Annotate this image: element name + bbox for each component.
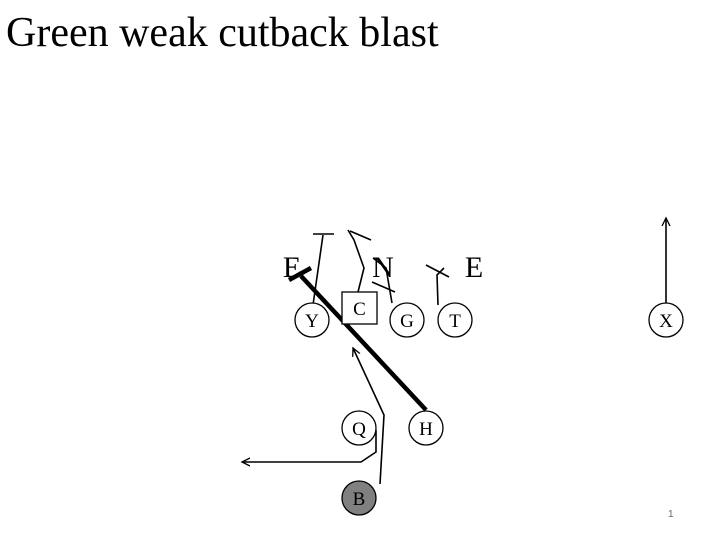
- player-label: T: [449, 311, 461, 332]
- offensive-player-x: X: [648, 302, 684, 338]
- h-lead-route: [299, 274, 428, 412]
- offensive-player-q: Q: [341, 410, 377, 446]
- blocking-routes: [312, 229, 450, 306]
- q-fake-route: [242, 430, 377, 462]
- player-label: Q: [352, 419, 366, 440]
- b-cutback-route: [353, 348, 385, 485]
- t-block-tee: [425, 264, 450, 278]
- player-label: B: [353, 489, 366, 510]
- offensive-player-c: C: [341, 291, 378, 325]
- g-block-route: [372, 257, 393, 304]
- c-block-route: [347, 229, 365, 293]
- offensive-player-y: Y: [294, 302, 330, 338]
- h-lead-tee: [287, 266, 313, 282]
- player-label: H: [419, 419, 433, 440]
- h-lead-block: [287, 266, 428, 412]
- offensive-player-t: T: [437, 302, 473, 338]
- g-block-tee: [371, 281, 396, 293]
- defensive-end-right: E: [465, 251, 483, 284]
- player-label: C: [353, 299, 366, 320]
- offensive-player-h: H: [408, 410, 444, 446]
- offensive-player-b: B: [341, 480, 377, 516]
- t-block-route: [436, 267, 445, 306]
- nose-tackle: N: [372, 251, 394, 284]
- player-label: Y: [305, 311, 319, 332]
- slide-title: Green weak cutback blast: [6, 10, 439, 56]
- c-block-tee: [349, 230, 372, 241]
- page-number: 1: [668, 509, 674, 520]
- player-label: X: [659, 311, 673, 332]
- offensive-player-g: G: [389, 302, 425, 338]
- player-label: G: [400, 311, 414, 332]
